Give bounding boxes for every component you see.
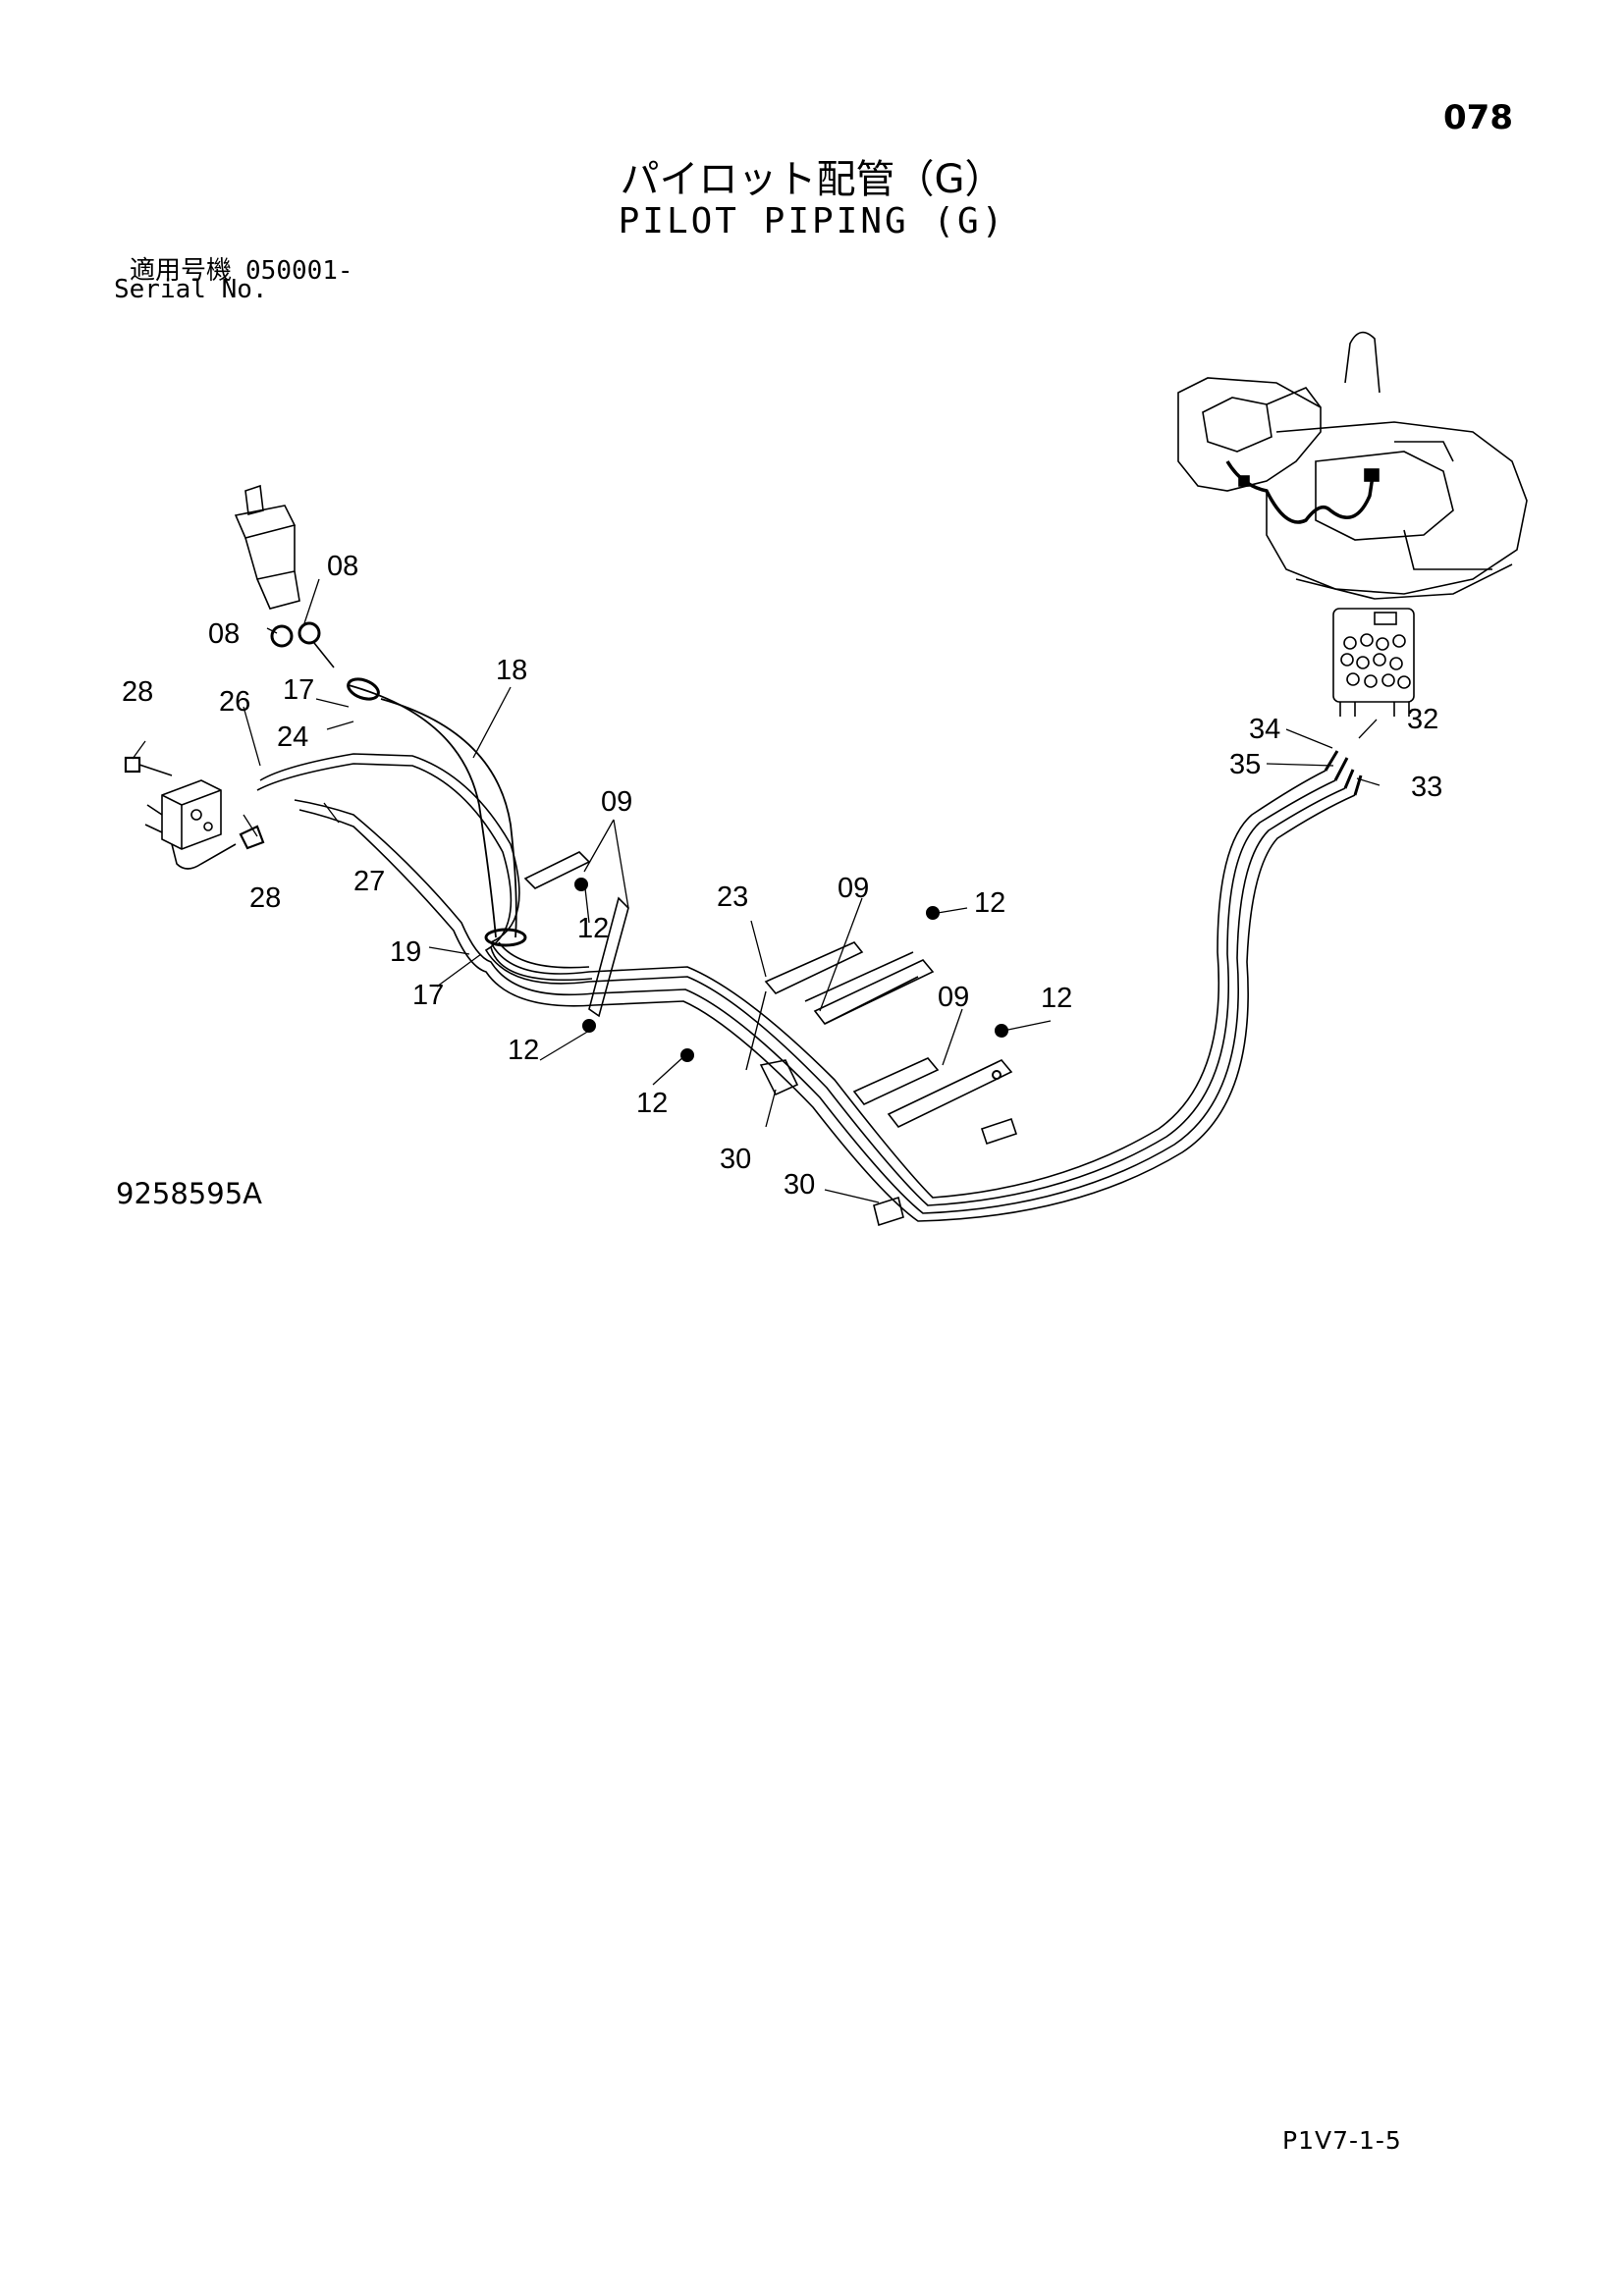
callout-27: 27 [353,866,385,897]
serial-label-en: Serial No. [114,275,268,304]
callout-09-middle: 09 [838,873,869,904]
callout-12-right-upper: 12 [974,887,1005,919]
serial-label-jp-text: 適用号機 [130,256,233,286]
bolt-set [574,878,1008,1080]
callout-30-lower: 30 [784,1169,815,1201]
callout-17-upper: 17 [283,674,314,706]
serial-number: 050001- [245,256,353,286]
callout-18: 18 [496,655,527,686]
callout-12-upper: 12 [577,913,609,944]
callout-08-upper: 08 [327,551,358,582]
callout-30-upper: 30 [720,1144,751,1175]
drawing-code: 9258595A [116,1177,262,1210]
callout-12-right-lower: 12 [1041,983,1072,1014]
callout-28-bottom: 28 [249,882,281,914]
callout-labels: 08 08 28 26 17 24 18 27 28 09 12 19 17 1… [122,551,1442,1201]
hose-bundle [256,750,1363,1222]
callout-24: 24 [277,721,308,753]
callout-33: 33 [1411,772,1442,803]
callout-09-upper: 09 [601,786,632,818]
callout-09-lower: 09 [938,982,969,1013]
callout-12-left: 12 [508,1035,539,1066]
bracket-set [523,851,1018,1227]
conduit-hose [347,677,527,947]
callout-23: 23 [717,881,748,913]
pilot-valve-block [1332,608,1415,717]
page-title-en: PILOT PIPING (G) [618,201,1006,241]
callout-19: 19 [390,936,421,968]
page-number: 078 [1443,98,1513,137]
leader-lines [132,578,1380,1203]
callout-26: 26 [219,686,250,718]
callout-35: 35 [1229,749,1261,780]
serial-label-jp: 適用号機 050001- [130,250,353,287]
machine-overview-illustration [1177,331,1528,600]
left-valve-block [124,756,265,870]
page-code: P1V7-1-5 [1282,2126,1402,2155]
callout-17-lower: 17 [412,980,444,1011]
top-fitting-assembly [234,484,335,668]
page-title-jp: パイロット配管（G） [620,157,1004,202]
callout-28-top: 28 [122,676,153,708]
callout-08-left: 08 [208,618,240,650]
callout-34: 34 [1249,714,1280,745]
callout-12-middle: 12 [636,1088,668,1119]
callout-32: 32 [1407,704,1438,735]
